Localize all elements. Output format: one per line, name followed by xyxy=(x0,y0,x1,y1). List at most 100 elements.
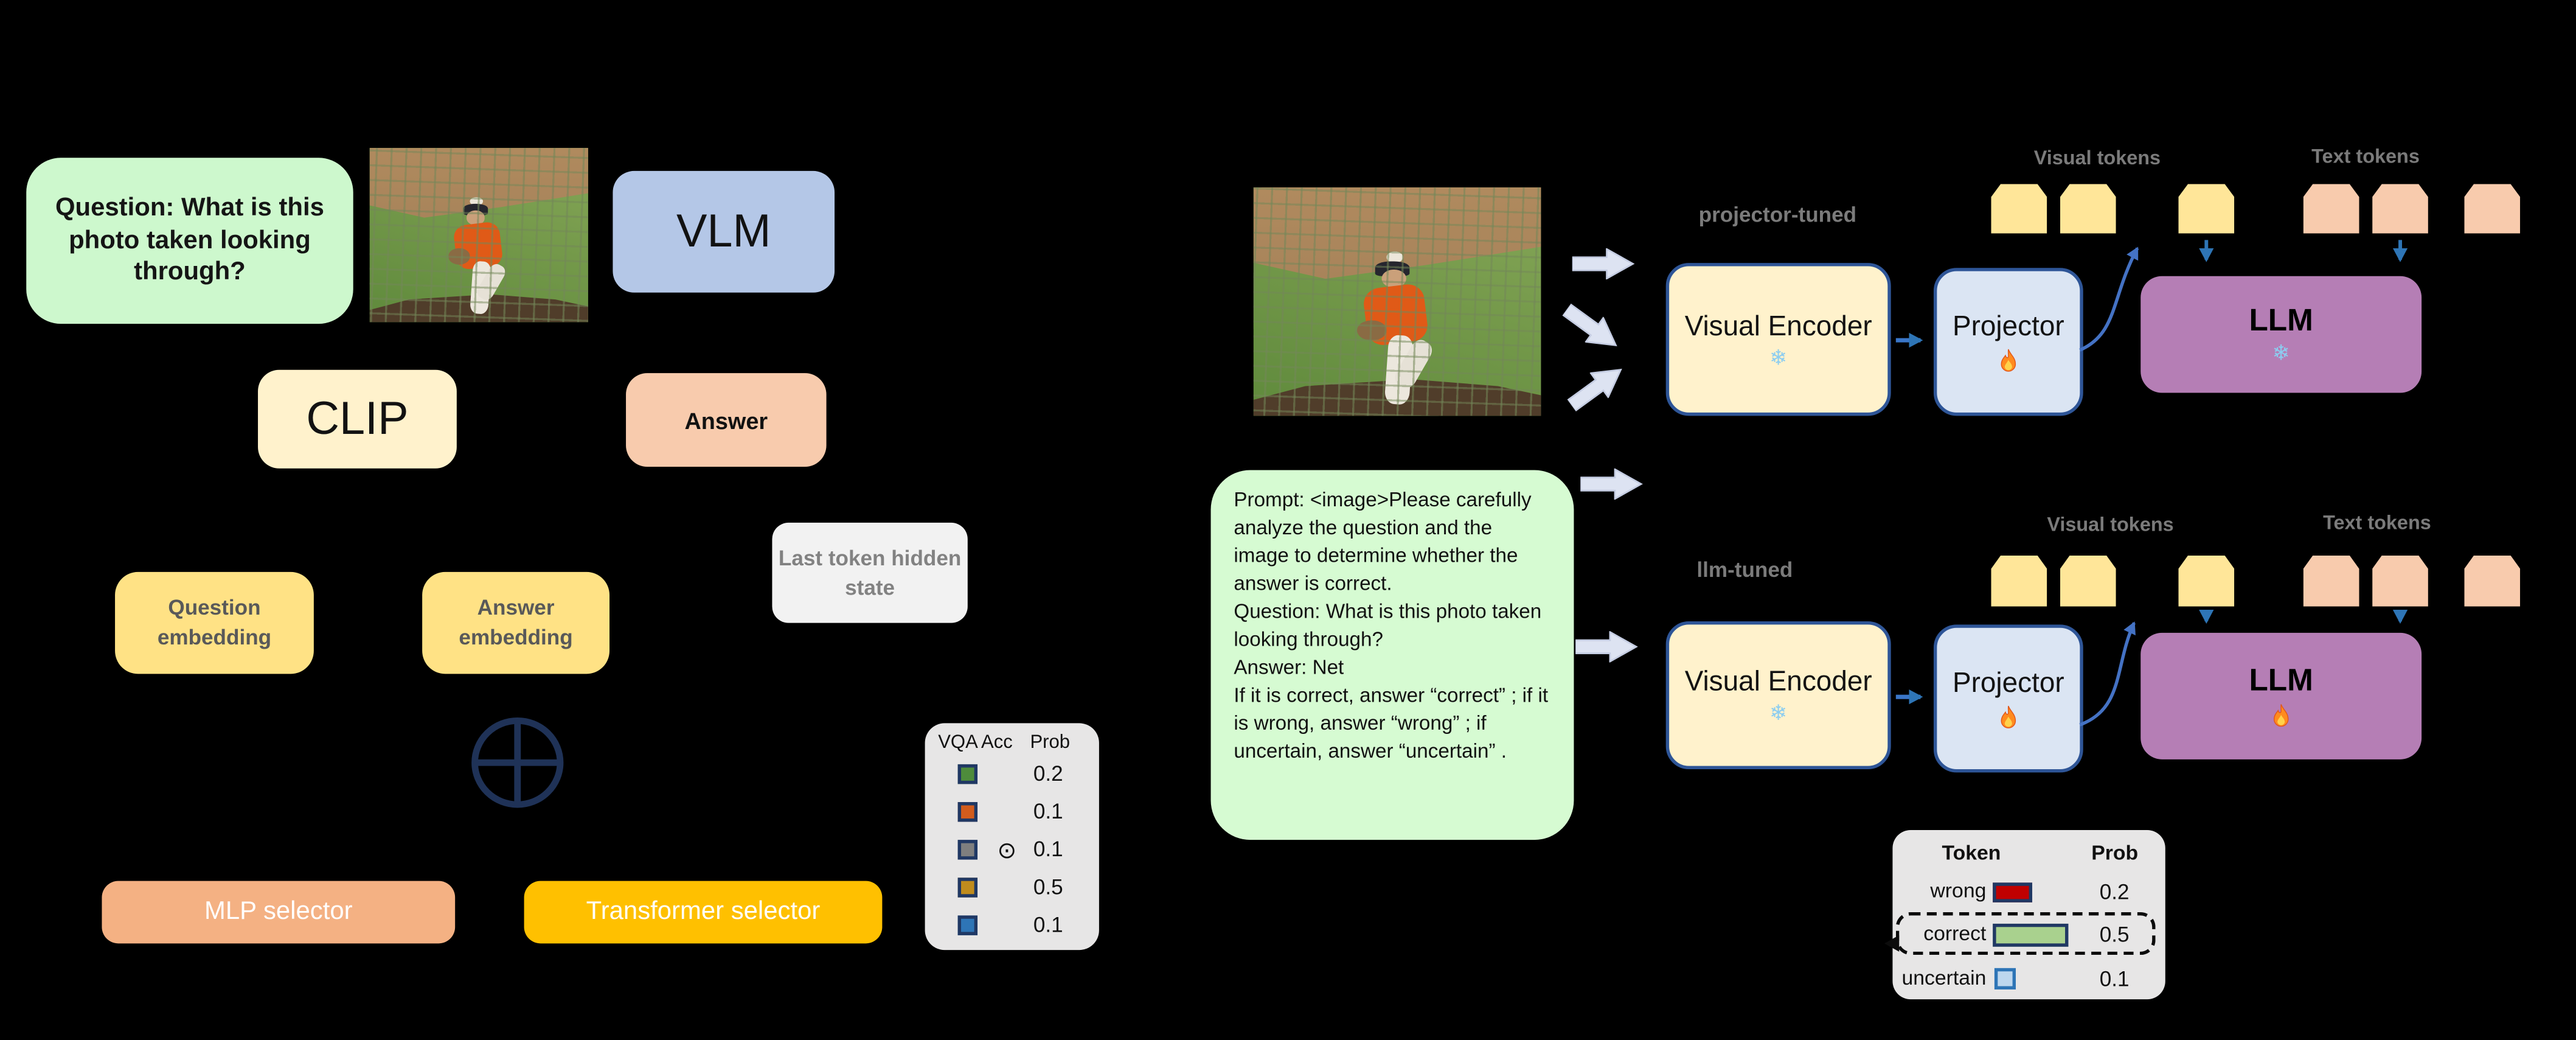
visual-token xyxy=(2178,184,2235,234)
fire-icon xyxy=(2001,705,2016,728)
selected-row-highlight xyxy=(1884,912,2156,955)
projector-label: Projector xyxy=(1952,310,2064,341)
answer-box: Answer xyxy=(626,373,827,467)
question-text: Question: What is this photo taken looki… xyxy=(55,194,324,287)
token-prob-table: Token Prob wrong 0.2 correct 0.5 uncerta… xyxy=(1884,829,2165,1000)
answer-embedding-box: Answer embedding xyxy=(422,571,610,674)
projector-box-1: Projector xyxy=(1933,268,2083,416)
last-token-hidden-state-label: Last token hidden state xyxy=(778,545,962,599)
prompt-line: Prompt: <image>Please carefully analyze … xyxy=(1234,488,1532,595)
last-token-hidden-state-box: Last token hidden state xyxy=(772,522,968,623)
legend-row: ⊙ 0.1 xyxy=(925,835,1099,868)
snowflake-icon: ❄ xyxy=(1769,346,1788,371)
projector-box-2: Projector xyxy=(1933,624,2083,773)
visual-token xyxy=(2178,555,2235,607)
visual-tokens-label: Visual tokens xyxy=(2047,512,2174,536)
text-token xyxy=(2303,184,2359,234)
flow-arrow-icon xyxy=(1566,368,1622,412)
prompt-line: If it is correct, answer “correct” ; if … xyxy=(1234,683,1549,763)
llm-label: LLM xyxy=(2249,304,2313,339)
legend-header-vqa-acc: VQA Acc xyxy=(938,733,1013,753)
flow-arrow-icon xyxy=(1575,631,1638,663)
prob-value: 0.1 xyxy=(1033,912,1063,937)
prob-value: 0.2 xyxy=(2099,879,2130,904)
token-label-correct: correct xyxy=(1923,922,1987,946)
prob-bar-correct xyxy=(1993,923,2069,947)
snowflake-icon: ❄ xyxy=(1769,702,1788,727)
llm-box-2: LLM xyxy=(2140,632,2422,759)
text-token xyxy=(2372,184,2428,234)
acc-swatch-gray xyxy=(957,840,978,860)
prob-value: 0.1 xyxy=(1033,836,1063,862)
visual-encoder-box-2: Visual Encoder ❄ xyxy=(1665,621,1891,770)
mlp-selector-box: MLP selector xyxy=(102,881,456,944)
visual-encoder-box-1: Visual Encoder ❄ xyxy=(1665,263,1891,416)
acc-swatch-blue xyxy=(957,915,978,935)
visual-encoder-label: Visual Encoder xyxy=(1684,665,1872,697)
question-embedding-label: Question embedding xyxy=(157,595,272,649)
prompt-line: Question: What is this photo taken looki… xyxy=(1234,599,1542,651)
clip-label: CLIP xyxy=(306,393,409,444)
visual-token xyxy=(2060,555,2116,607)
vlm-label: VLM xyxy=(676,205,771,257)
text-token xyxy=(2464,184,2521,234)
fire-icon xyxy=(2001,348,2016,371)
legend-row: 0.5 xyxy=(925,873,1099,906)
text-token xyxy=(2303,555,2359,607)
vqa-acc-prob-legend: VQA Acc Prob 0.2 0.1 ⊙ 0.1 0.5 0.1 xyxy=(925,723,1099,951)
prob-value: 0.1 xyxy=(2099,966,2130,991)
visual-token xyxy=(1991,555,2047,607)
text-tokens-label: Text tokens xyxy=(2323,511,2431,534)
legend-header-prob: Prob xyxy=(1030,733,1071,753)
net-overlay xyxy=(1253,187,1541,416)
visual-token xyxy=(2060,184,2116,234)
token-label-uncertain: uncertain xyxy=(1901,966,1987,989)
net-overlay xyxy=(369,148,588,323)
projector-to-tokens-curve xyxy=(2079,246,2139,352)
acc-swatch-gold xyxy=(957,878,978,898)
fire-icon xyxy=(2273,703,2289,726)
transformer-selector-box: Transformer selector xyxy=(524,881,883,944)
prob-value: 0.2 xyxy=(1033,761,1063,786)
question-embedding-box: Question embedding xyxy=(115,571,314,674)
clip-box: CLIP xyxy=(258,369,457,469)
prob-bar-uncertain xyxy=(1994,968,2016,989)
vlm-box: VLM xyxy=(613,170,835,293)
visual-tokens-label: Visual tokens xyxy=(2033,146,2161,170)
projector-to-tokens-curve xyxy=(2079,621,2136,727)
text-token xyxy=(2372,555,2428,607)
baseball-photo-right xyxy=(1253,187,1541,416)
llm-label: LLM xyxy=(2249,663,2313,698)
answer-embedding-label: Answer embedding xyxy=(459,595,573,649)
text-token xyxy=(2464,555,2521,607)
answer-label: Answer xyxy=(684,407,768,433)
prob-bar-wrong xyxy=(1993,882,2033,902)
table-header-prob: Prob xyxy=(2091,841,2139,865)
prob-value: 0.1 xyxy=(1033,798,1063,824)
acc-swatch-green xyxy=(957,764,978,784)
legend-row: 0.2 xyxy=(925,759,1099,792)
odot-icon: ⊙ xyxy=(997,836,1017,863)
flow-arrow-icon xyxy=(1572,248,1635,280)
table-header-token: Token xyxy=(1942,841,2001,865)
flow-arrow-icon xyxy=(1561,303,1617,347)
legend-row: 0.1 xyxy=(925,910,1099,943)
question-box: Question: What is this photo taken looki… xyxy=(26,158,353,324)
pipeline-label-llm-tuned: llm-tuned xyxy=(1696,557,1793,582)
flow-arrow-icon xyxy=(1580,468,1643,500)
concatenation-oplus-icon xyxy=(471,717,564,808)
mlp-selector-label: MLP selector xyxy=(204,897,353,926)
transformer-selector-label: Transformer selector xyxy=(586,897,821,926)
visual-token xyxy=(1991,184,2047,234)
prompt-line: Answer: Net xyxy=(1234,655,1344,679)
prob-value: 0.5 xyxy=(2099,922,2130,947)
baseball-photo-left xyxy=(369,148,588,323)
legend-row: 0.1 xyxy=(925,797,1099,830)
prompt-box: Prompt: <image>Please carefully analyze … xyxy=(1210,470,1574,840)
acc-swatch-orange xyxy=(957,802,978,822)
snowflake-icon: ❄ xyxy=(2272,341,2290,367)
visual-encoder-label: Visual Encoder xyxy=(1684,310,1872,341)
token-label-wrong: wrong xyxy=(1930,879,1987,902)
